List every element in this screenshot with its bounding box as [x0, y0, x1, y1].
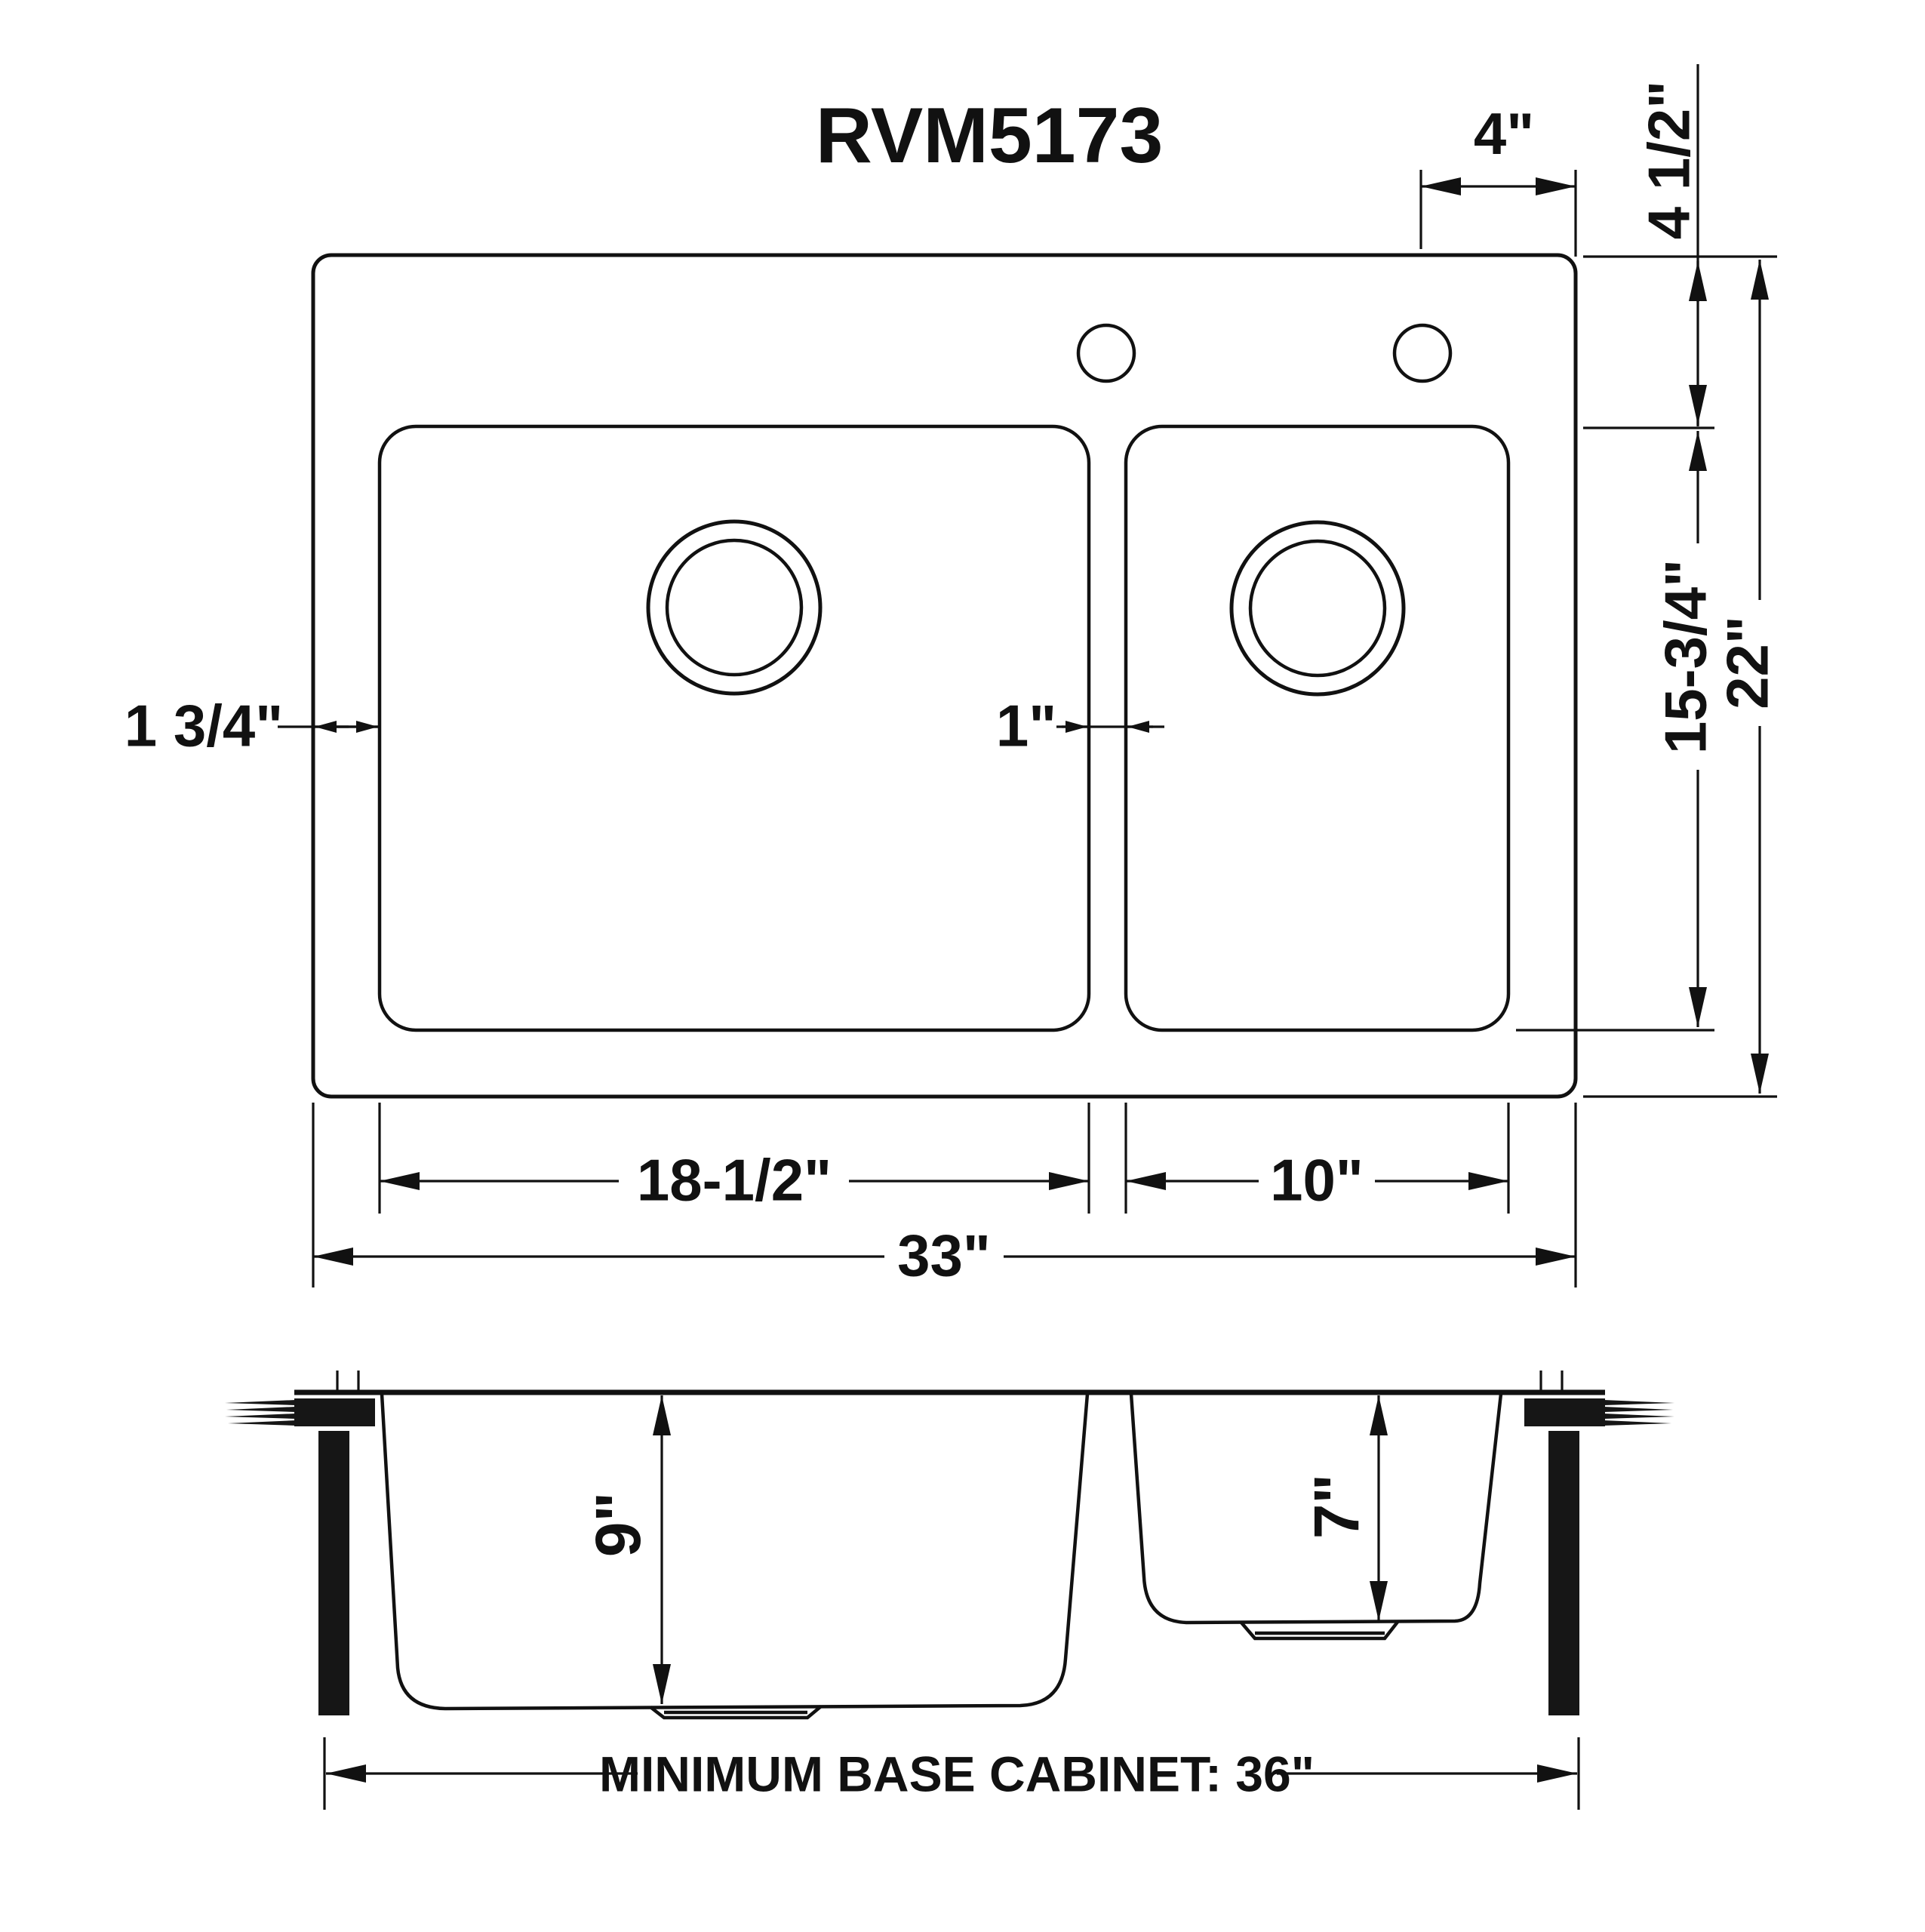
dim-label-bowl-front-back: 15-3/4" [1653, 559, 1719, 754]
countertop-break-left [225, 1400, 296, 1426]
cabinet-side-right [1548, 1431, 1579, 1715]
dim-label-overall-width: 33" [897, 1223, 991, 1289]
small-bowl-drain-profile [1240, 1620, 1400, 1641]
faucet-hole-right [1392, 323, 1453, 383]
large-bowl-profile [380, 1393, 1090, 1711]
dim-left-rim: 1 3/4" [125, 693, 380, 759]
small-bowl-drain-inner [1248, 539, 1387, 678]
dim-base-cabinet: MINIMUM BASE CABINET: 36" [323, 1737, 1580, 1810]
dim-label-overall-front-back: 22" [1714, 616, 1781, 709]
dim-deck-front: 4 1/2" [1636, 64, 1707, 426]
small-bowl-drain-outer [1229, 520, 1406, 697]
dim-label-deck-front: 4 1/2" [1636, 81, 1702, 239]
countertop-section-left [294, 1398, 375, 1426]
cabinet-side-left [318, 1431, 349, 1715]
dim-bowl-front-back: 15-3/4" [1653, 431, 1719, 1027]
countertop-section-right [1524, 1398, 1605, 1426]
mounting-clips [336, 1371, 1564, 1392]
small-bowl-profile [1129, 1393, 1503, 1625]
dim-divider: 1" [996, 693, 1164, 759]
top-view [311, 253, 1578, 1099]
faucet-hole-left [1076, 323, 1136, 383]
sink-outer-rim [311, 253, 1578, 1099]
dim-small-bowl-width: 10" [1126, 1147, 1508, 1214]
dim-label-small-bowl-depth: 7" [1301, 1474, 1372, 1540]
countertop-break-right [1604, 1400, 1674, 1426]
dim-label-large-bowl-depth: 9" [583, 1492, 653, 1558]
dim-label-base-cabinet: MINIMUM BASE CABINET: 36" [599, 1746, 1315, 1801]
top-view-dimensions: 4" 4 1/2" 15-3/4" 22" 1 3/4" [125, 64, 1781, 1289]
dim-label-small-bowl-width: 10" [1270, 1147, 1364, 1214]
dim-overall-front-back: 22" [1714, 260, 1781, 1094]
extension-lines [312, 170, 1777, 1287]
dim-label-hole-to-edge: 4" [1474, 100, 1534, 167]
side-view: 9" 7" MINIMUM BASE CABINET: 36" [225, 1371, 1674, 1810]
dim-label-divider: 1" [996, 693, 1056, 759]
dim-small-bowl-depth: 7" [1301, 1395, 1388, 1621]
large-bowl [377, 424, 1091, 1032]
large-bowl-drain-outer [646, 519, 823, 696]
dim-label-left-rim: 1 3/4" [125, 693, 283, 759]
large-bowl-drain-inner [665, 538, 804, 677]
dim-large-bowl-depth: 9" [583, 1395, 671, 1704]
dim-overall-width: 33" [313, 1223, 1576, 1289]
dim-hole-to-edge: 4" [1421, 100, 1576, 195]
dim-large-bowl-width: 18-1/2" [380, 1147, 1089, 1214]
dim-label-large-bowl-width: 18-1/2" [637, 1147, 832, 1214]
drawing-title: RVM5173 [816, 92, 1164, 180]
small-bowl [1124, 424, 1511, 1032]
large-bowl-drain-profile [649, 1705, 823, 1720]
